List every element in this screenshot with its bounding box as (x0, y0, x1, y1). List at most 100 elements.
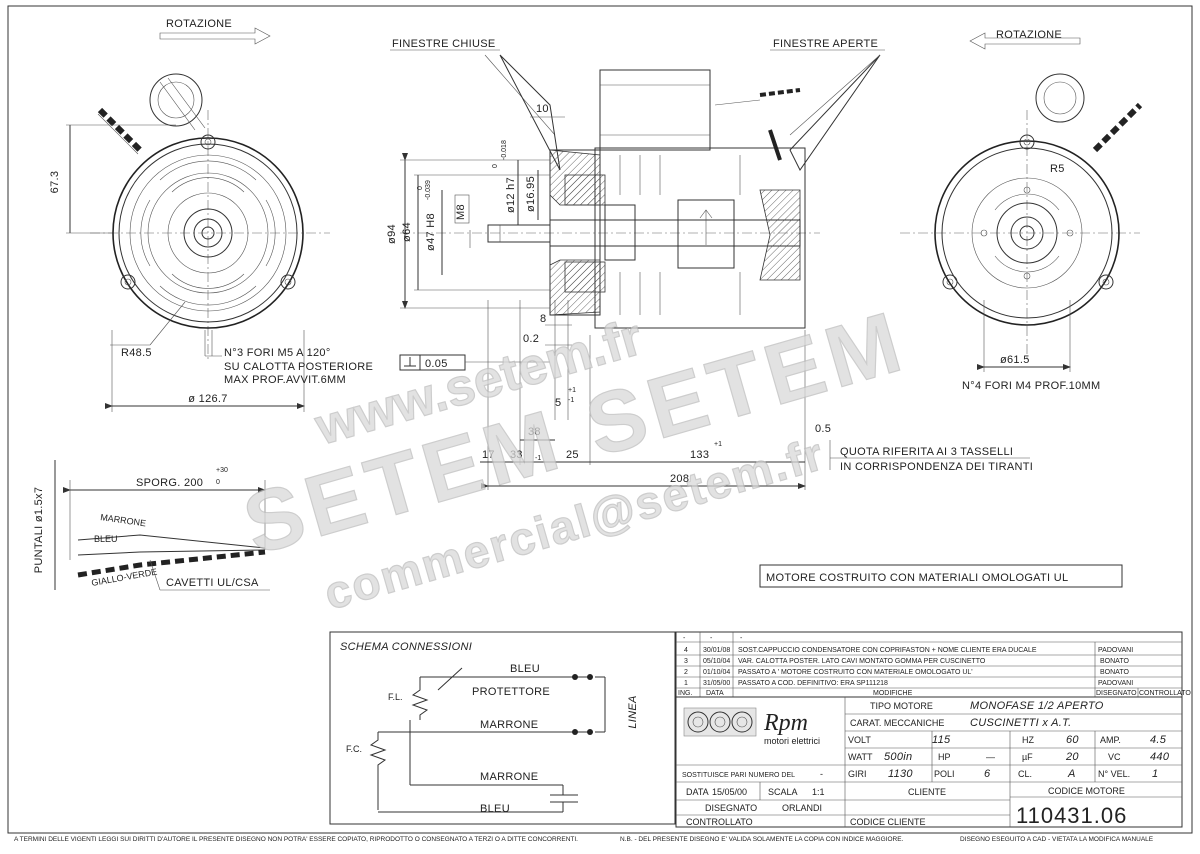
note-holes-m5-2: SU CALOTTA POSTERIORE (224, 361, 373, 373)
dim-0-2: 0.2 (523, 333, 539, 345)
poli-value: 6 (984, 768, 991, 780)
schema-title: SCHEMA CONNESSIONI (340, 641, 472, 653)
watt-value: 500in (884, 751, 912, 763)
dim-d47: ø47 H8 (425, 213, 437, 251)
data-label: DATA (686, 787, 709, 797)
rev-by: PADOVANI (1098, 680, 1133, 687)
rev-col-num: ING. (678, 690, 692, 697)
dim-10: 10 (536, 103, 549, 115)
rev-desc: VAR. CALOTTA POSTER. LATO CAVI MONTATO G… (738, 658, 986, 665)
dim-5-tol-dn: -1 (568, 397, 574, 404)
footer-right: DISEGNO ESEGUITO A CAD - VIETATA LA MODI… (960, 836, 1154, 843)
poli-label: POLI (934, 769, 955, 779)
brand-name: Rpm (763, 710, 808, 736)
sostituisce-label: SOSTITUISCE PARI NUMERO DEL (682, 772, 795, 779)
rev-desc: SOST.CAPPUCCIO CONDENSATORE CON COPRIFAS… (738, 647, 1037, 654)
hp-value: — (986, 752, 995, 762)
tipo-value: MONOFASE 1/2 APERTO (970, 700, 1104, 712)
carat-label: CARAT. MECCANICHE (850, 718, 944, 728)
volt-value: 115 (932, 734, 951, 746)
brand-sub: motori elettrici (764, 736, 820, 746)
rev-desc: PASSATO A ' MOTORE COSTRUITO CON MATERIA… (738, 669, 973, 676)
vc-label: VC (1108, 752, 1121, 762)
dim-d47-tol-b: -0.039 (425, 180, 432, 200)
amp-value: 4.5 (1150, 734, 1167, 746)
amp-label: AMP. (1100, 735, 1121, 745)
rev-header-desc: - (740, 635, 743, 642)
note-sporg-tol-dn: 0 (216, 479, 220, 486)
revision-table: - - - 4 30/01/08 SOST.CAPPUCCIO CONDENSA… (675, 631, 1191, 698)
uf-value: 20 (1065, 751, 1079, 763)
right-end-view: R5 ø61.5 N°4 FORI M4 PROF.10MM ROTAZIONE (900, 29, 1143, 392)
schema-linea: LINEA (627, 695, 639, 728)
vc-value: 440 (1150, 751, 1170, 763)
dim-d94: ø94 (386, 224, 398, 244)
dim-25: 25 (566, 449, 579, 461)
perp-tolerance: 0.05 (425, 358, 448, 370)
hp-label: HP (938, 752, 951, 762)
nvel-value: 1 (1152, 768, 1158, 780)
dim-d12-tol-b: -0.018 (501, 140, 508, 160)
rev-col-date: DATA (706, 690, 724, 697)
dim-17: 17 (482, 449, 495, 461)
dim-d16-95: ø16.95 (525, 176, 537, 212)
schema-fl: F.L. (388, 692, 403, 702)
schema-marrone-mid: MARRONE (480, 719, 538, 731)
rev-header-num: - (683, 635, 686, 642)
hz-value: 60 (1066, 734, 1079, 746)
controllato-label: CONTROLLATO (686, 817, 753, 827)
note-windows-closed: FINESTRE CHIUSE (392, 38, 496, 50)
note-ul: MOTORE COSTRUITO CON MATERIALI OMOLOGATI… (766, 572, 1068, 584)
dim-0-5: 0.5 (815, 423, 831, 435)
footer-mid: N.B. - DEL PRESENTE DISEGNO E' VALIDA SO… (620, 836, 904, 843)
note-quota-2: IN CORRISPONDENZA DEI TIRANTI (840, 461, 1033, 473)
note-puntali: PUNTALI ø1.5x7 (33, 487, 45, 574)
wire-marrone: MARRONE (100, 512, 147, 528)
giri-label: GIRI (848, 769, 867, 779)
rev-by: BONATO (1100, 669, 1129, 676)
carat-value: CUSCINETTI x A.T. (970, 717, 1071, 729)
dim-d12-tol-a: 0 (492, 164, 499, 168)
dim-208: 208 (670, 473, 689, 485)
note-windows-open: FINESTRE APERTE (773, 38, 878, 50)
rev-desc: PASSATO A COD. DEFINITIVO: ERA SP111218 (738, 680, 888, 687)
title-block: Rpm motori elettrici TIPO MOTORE MONOFAS… (675, 696, 1183, 828)
note-holes-m5-1: N°3 FORI M5 A 120° (224, 347, 331, 359)
dim-33-tol: -1 (535, 455, 541, 462)
dim-33: 33 (510, 449, 523, 461)
note-holes-m4: N°4 FORI M4 PROF.10MM (962, 380, 1100, 392)
side-section-view: FINESTRE CHIUSE FINESTRE APERTE 10 ø94 ø… (386, 38, 1033, 490)
rev-num: 2 (684, 669, 688, 676)
dim-r5: R5 (1050, 163, 1065, 175)
schema-marrone-bot: MARRONE (480, 771, 538, 783)
note-quota-1: QUOTA RIFERITA AI 3 TASSELLI (840, 446, 1013, 458)
schema-bleu-top: BLEU (510, 663, 540, 675)
rev-by: BONATO (1100, 658, 1129, 665)
schema-fc: F.C. (346, 744, 362, 754)
rotation-right-label: ROTAZIONE (996, 29, 1062, 41)
scala-label: SCALA (768, 787, 798, 797)
watermark: www.setem.fr SETEM SETEM commercial@sete… (233, 292, 917, 620)
dim-67-3: 67.3 (49, 171, 61, 194)
sostituisce-value: - (820, 769, 823, 779)
watt-label: WATT (848, 752, 873, 762)
rev-by: PADOVANI (1098, 647, 1133, 654)
giri-value: 1130 (888, 768, 913, 780)
dim-d64: ø64 (401, 222, 413, 242)
cl-label: CL. (1018, 769, 1032, 779)
dim-d47-tol-a: 0 (417, 186, 424, 190)
rev-col-by: DISEGNATO (1096, 690, 1137, 697)
tipo-label: TIPO MOTORE (870, 701, 933, 711)
disegnato-label: DISEGNATO (705, 803, 757, 813)
dim-d61-5: ø61.5 (1000, 354, 1030, 366)
dim-133: 133 (690, 449, 709, 461)
note-sporg-tol-up: +30 (216, 467, 228, 474)
rev-date: 01/10/04 (703, 669, 730, 676)
dim-d126-7: ø 126.7 (188, 393, 227, 405)
rev-num: 4 (684, 647, 688, 654)
wire-bleu: BLEU (94, 534, 118, 544)
rev-date: 31/05/00 (703, 680, 730, 687)
dim-5-tol-up: +1 (568, 387, 576, 394)
data-value: 15/05/00 (712, 787, 747, 797)
